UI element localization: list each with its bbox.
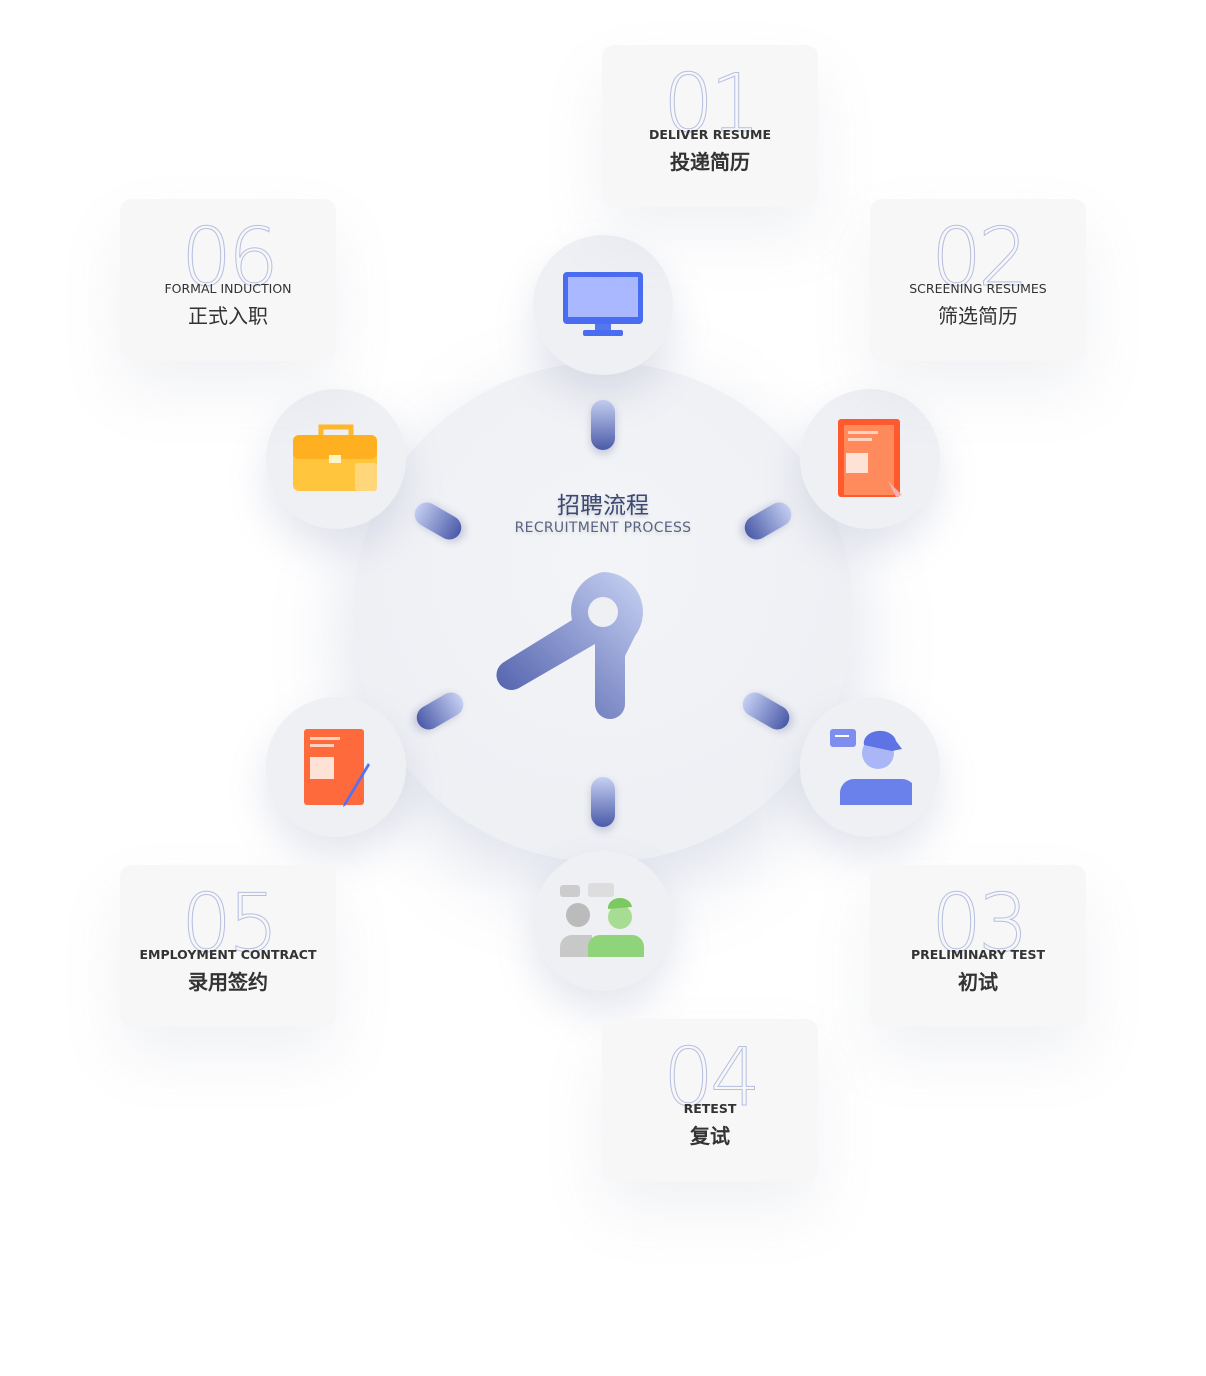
interview-people-icon xyxy=(560,883,644,957)
step-title-cn: 复试 xyxy=(690,1124,730,1148)
step-title-cn: 正式入职 xyxy=(188,304,268,328)
step-4-node[interactable] xyxy=(533,851,673,991)
step-number: 02 xyxy=(931,211,1030,304)
step-card-03: 03 PRELIMINARY TEST 初试 xyxy=(870,865,1086,1027)
tick-top xyxy=(591,400,615,450)
step-number: 05 xyxy=(181,877,280,970)
step-6-node[interactable] xyxy=(266,389,406,529)
step-title-en: EMPLOYMENT CONTRACT xyxy=(139,947,317,962)
center-title-cn: 招聘流程 xyxy=(557,493,649,519)
step-title-cn: 初试 xyxy=(958,970,998,994)
step-card-06: 06 FORMAL INDUCTION 正式入职 xyxy=(120,199,336,361)
step-card-01: 01 DELIVER RESUME 投递简历 xyxy=(602,45,818,207)
chat-person-icon xyxy=(830,729,912,805)
step-number: 04 xyxy=(663,1031,762,1124)
step-title-en: RETEST xyxy=(683,1101,737,1116)
step-card-04: 04 RETEST 复试 xyxy=(602,1019,818,1181)
step-title-en: DELIVER RESUME xyxy=(648,127,771,142)
step-title-cn: 录用签约 xyxy=(188,970,268,994)
step-number: 06 xyxy=(181,211,280,304)
clock-hand-icon xyxy=(496,572,643,719)
document-cursor-icon xyxy=(838,419,902,497)
step-title-cn: 筛选简历 xyxy=(938,304,1018,328)
tick-bottom xyxy=(591,777,615,827)
step-5-node[interactable] xyxy=(266,697,406,837)
briefcase-icon xyxy=(293,424,377,491)
step-card-05: 05 EMPLOYMENT CONTRACT 录用签约 xyxy=(120,865,336,1027)
step-3-node[interactable] xyxy=(800,697,940,837)
step-title-en: FORMAL INDUCTION xyxy=(164,281,292,296)
center-title-en: RECRUITMENT PROCESS xyxy=(514,520,692,536)
step-title-cn: 投递简历 xyxy=(670,150,750,174)
step-1-node[interactable] xyxy=(533,235,673,375)
contract-pen-icon xyxy=(304,729,370,807)
step-number: 03 xyxy=(931,877,1030,970)
monitor-icon xyxy=(563,272,643,336)
step-2-node[interactable] xyxy=(800,389,940,529)
step-title-en: SCREENING RESUMES xyxy=(909,281,1047,296)
step-number: 01 xyxy=(663,57,762,150)
step-title-en: PRELIMINARY TEST xyxy=(910,947,1046,962)
step-card-02: 02 SCREENING RESUMES 筛选简历 xyxy=(870,199,1086,361)
